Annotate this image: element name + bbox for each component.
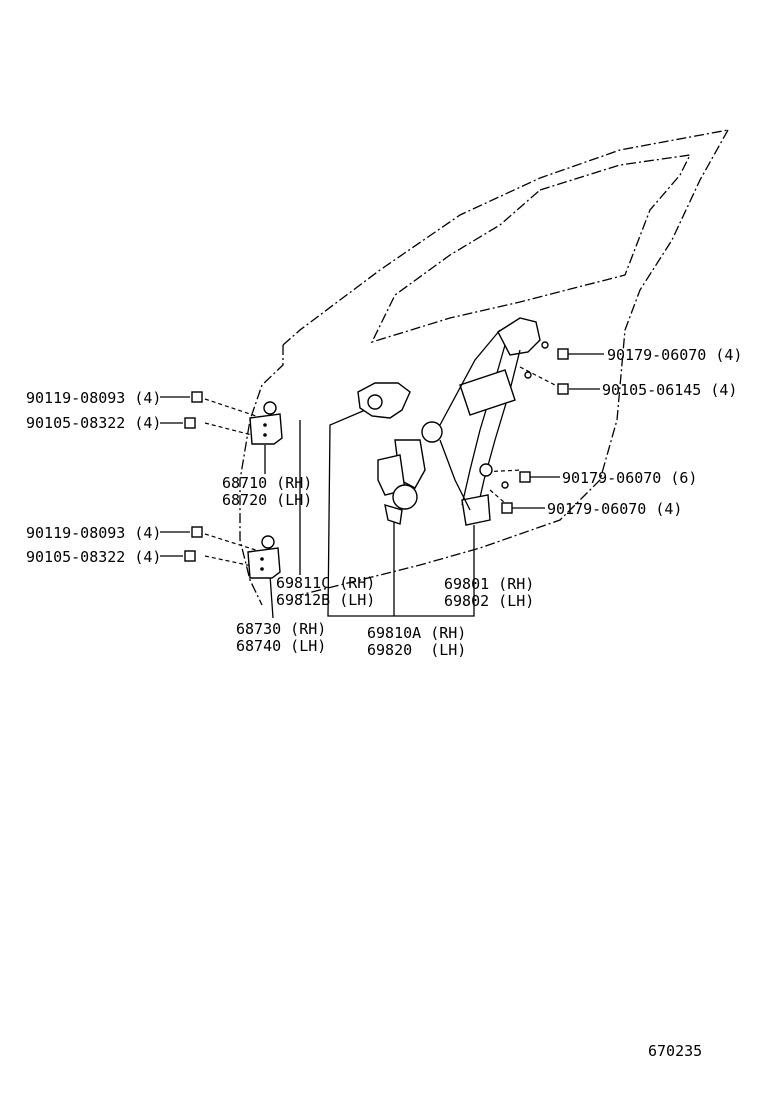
motor-cover: [357, 382, 411, 419]
callout-labels: 90119-08093 (4) 90105-08322 (4) 68710 (R…: [26, 346, 742, 1060]
window-regulator: [421, 317, 541, 526]
label-regulator-lh: 69802 (LH): [444, 592, 534, 610]
label-bolt-top-2: 90105-06145 (4): [602, 381, 737, 399]
label-hinge-upper-rh: 68710 (RH): [222, 474, 312, 492]
regulator-nuts: [501, 341, 569, 514]
figure-number: 670235: [648, 1042, 702, 1060]
label-hinge-lower-rh: 68730 (RH): [236, 620, 326, 638]
label-cover-lh: 69812B (LH): [276, 591, 375, 609]
hinge-bolts: [184, 391, 203, 562]
label-nut-mid-1: 90179-06070 (6): [562, 469, 697, 487]
label-motor-rh: 69810A (RH): [367, 624, 466, 642]
label-cover-rh: 69811C (RH): [276, 574, 375, 592]
lower-hinge: [247, 535, 281, 579]
label-nut-mid-2: 90179-06070 (4): [547, 500, 682, 518]
label-regulator-rh: 69801 (RH): [444, 575, 534, 593]
label-bolt-lower-2: 90105-08322 (4): [26, 548, 161, 566]
regulator-motor: [377, 439, 426, 525]
label-bolt-lower-1: 90119-08093 (4): [26, 524, 161, 542]
label-hinge-upper-lh: 68720 (LH): [222, 491, 312, 509]
label-nut-top-1: 90179-06070 (4): [607, 346, 742, 364]
door-outline: [239, 129, 729, 606]
label-hinge-lower-lh: 68740 (LH): [236, 637, 326, 655]
label-bolt-upper-1: 90119-08093 (4): [26, 389, 161, 407]
label-bolt-upper-2: 90105-08322 (4): [26, 414, 161, 432]
upper-hinge: [249, 401, 283, 445]
label-motor-lh: 69820 (LH): [367, 641, 466, 659]
